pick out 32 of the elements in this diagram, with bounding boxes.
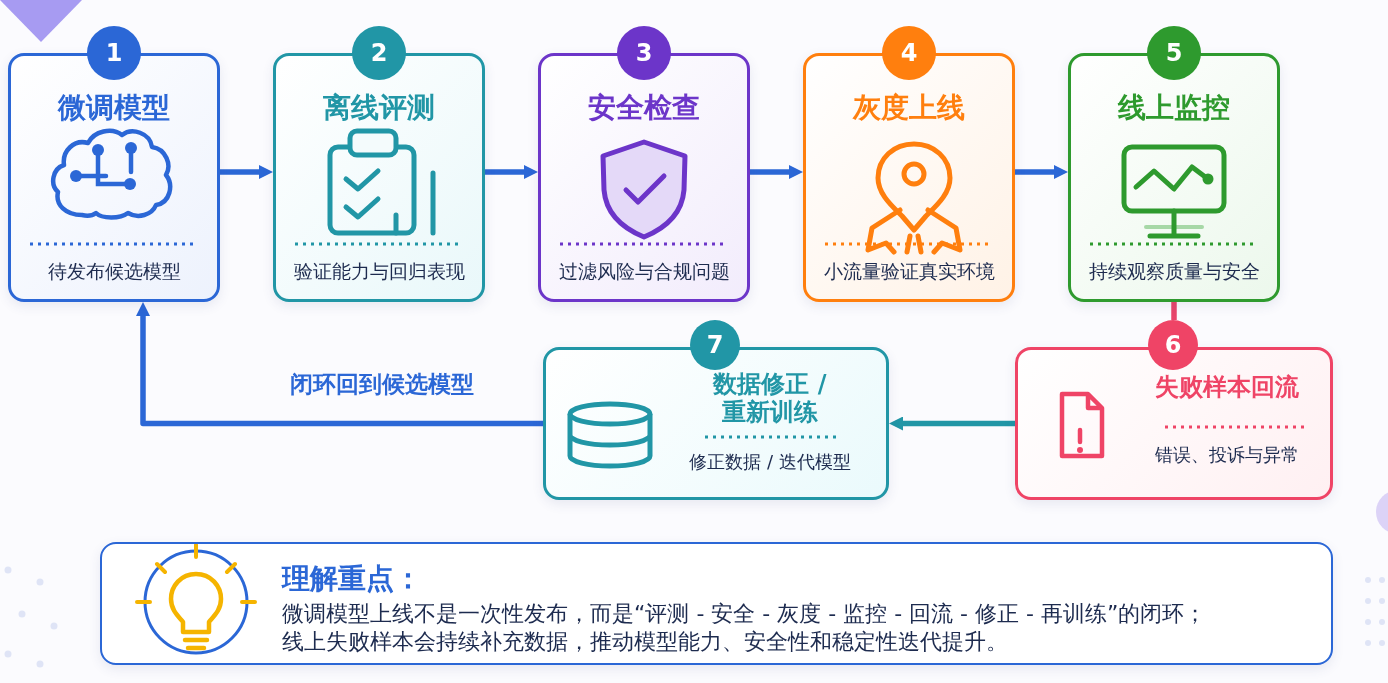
arrow — [1015, 165, 1068, 179]
number-badge: 4 — [882, 26, 936, 80]
step-description: 错误、投诉与异常 — [1155, 443, 1299, 467]
step-description: 修正数据 / 迭代模型 — [689, 450, 851, 474]
note-text: 微调模型上线不是一次性发布，而是“评测 - 安全 - 灰度 - 监控 - 回流 - 修正 - 再训练”的闭环； — [282, 600, 1207, 628]
step-title: 安全检查 — [588, 90, 700, 126]
step-title: 离线评测 — [323, 90, 435, 126]
note-title: 理解重点： — [282, 561, 422, 597]
note-card — [100, 542, 1333, 665]
arrow — [889, 416, 1015, 431]
step-title: 数据修正 / 重新训练 — [711, 370, 828, 426]
step-description: 过滤风险与合规问题 — [558, 259, 730, 284]
arrow — [136, 302, 543, 427]
step-description: 验证能力与回归表现 — [293, 259, 465, 284]
step-title: 失败样本回流 — [1155, 372, 1299, 403]
number-badge: 3 — [617, 26, 671, 80]
connector-line — [1171, 302, 1177, 320]
number-badge: 5 — [1147, 26, 1201, 80]
step-description: 小流量验证真实环境 — [823, 259, 995, 284]
note-text: 线上失败样本会持续补充数据，推动模型能力、安全性和稳定性迭代提升。 — [282, 628, 1008, 656]
number-badge: 7 — [690, 320, 740, 370]
arrow — [750, 165, 803, 179]
arrow — [485, 165, 538, 179]
step-title: 灰度上线 — [853, 90, 965, 126]
step-description: 待发布候选模型 — [47, 259, 181, 284]
number-badge: 1 — [87, 26, 141, 80]
arrow — [220, 165, 273, 179]
step-title: 微调模型 — [58, 90, 170, 126]
step-title: 线上监控 — [1118, 90, 1230, 126]
step-description: 持续观察质量与安全 — [1088, 259, 1260, 284]
number-badge: 6 — [1148, 320, 1198, 370]
number-badge: 2 — [352, 26, 406, 80]
